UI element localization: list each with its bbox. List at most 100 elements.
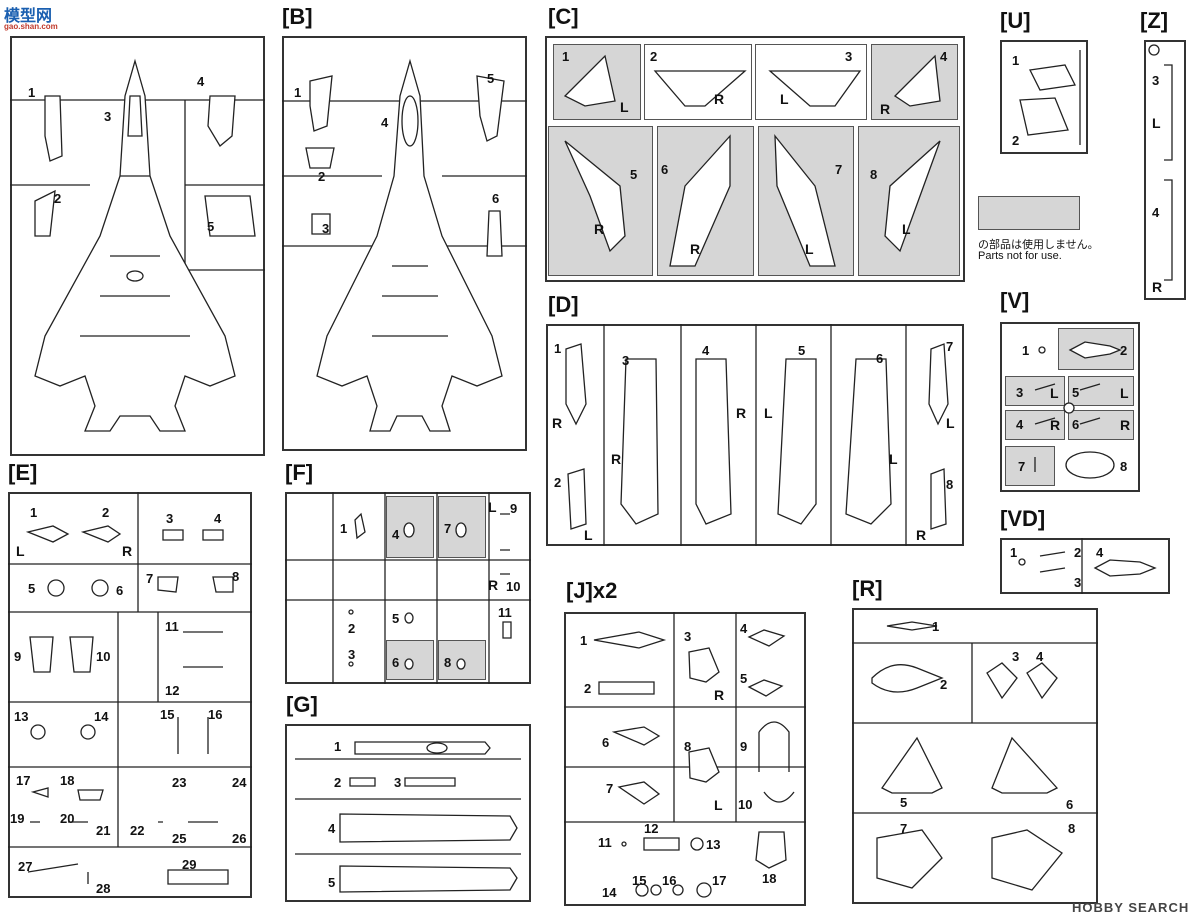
part-number: 6 — [392, 655, 400, 670]
part-number: 2 — [554, 475, 562, 490]
aircraft-top-half-a — [34, 58, 256, 432]
part-cell — [755, 44, 867, 120]
side-label: R — [611, 451, 622, 467]
part-number: 3 — [1152, 73, 1160, 88]
part-cell-unused — [1005, 410, 1065, 440]
legend-jp: の部品は使用しません。 — [978, 239, 1099, 251]
sprue-g-parts — [295, 741, 521, 893]
aircraft-top-half-b — [282, 58, 527, 432]
part-number: 11 — [598, 835, 612, 850]
part-number: 4 — [702, 343, 710, 358]
sprue-title: [E] — [8, 460, 38, 485]
side-label: R — [1120, 417, 1131, 433]
part-number: 28 — [96, 881, 111, 896]
part-number: 6 — [1066, 797, 1074, 812]
part-number: 16 — [662, 873, 677, 888]
part-number: 3 — [166, 511, 174, 526]
part-number: 3 — [1016, 385, 1024, 400]
side-label: L — [902, 221, 911, 237]
part-number: 4 — [392, 527, 400, 542]
side-label: R — [714, 91, 725, 107]
side-label: R — [916, 527, 927, 543]
part-number: 29 — [182, 857, 197, 872]
part-number: 7 — [146, 571, 154, 586]
part-number: 3 — [684, 629, 692, 644]
part-number: 8 — [444, 655, 452, 670]
part-number: 7 — [835, 162, 843, 177]
sprue-d-parts — [565, 324, 949, 546]
sprue-title: [F] — [285, 460, 314, 485]
part-number: 23 — [172, 775, 187, 790]
part-number: 8 — [870, 167, 878, 182]
side-label: L — [1050, 385, 1059, 401]
side-label: L — [780, 91, 789, 107]
sprue-vd-parts — [1018, 538, 1157, 594]
part-number: 5 — [630, 167, 638, 182]
part-number: 3 — [348, 647, 356, 662]
side-label: L — [488, 499, 497, 515]
watermark-hobby-search: HOBBY SEARCH — [1072, 900, 1190, 915]
sprue-u — [1000, 40, 1088, 154]
part-number: 9 — [510, 501, 518, 516]
part-number: 2 — [940, 677, 948, 692]
part-number: 2 — [102, 505, 110, 520]
part-cell-unused — [553, 44, 641, 120]
part-cell-unused — [1068, 376, 1134, 406]
part-number: 1 — [932, 619, 940, 634]
sprue-title: [Z] — [1140, 8, 1169, 33]
part-number: 4 — [740, 621, 748, 636]
part-number: 10 — [96, 649, 111, 664]
part-number: 12 — [644, 821, 659, 836]
part-number: 9 — [14, 649, 22, 664]
part-number: 18 — [762, 871, 777, 886]
side-label: L — [764, 405, 773, 421]
part-number: 4 — [1036, 649, 1044, 664]
part-number: 8 — [684, 739, 692, 754]
part-number: 1 — [1022, 343, 1030, 358]
side-label: R — [690, 241, 701, 257]
sprue-title: [B] — [282, 4, 313, 29]
sprue-z-parts — [1148, 44, 1173, 281]
part-number: 17 — [712, 873, 727, 888]
sprue-c-parts — [563, 54, 941, 267]
part-number: 1 — [340, 521, 348, 536]
part-number: 2 — [1074, 545, 1082, 560]
part-number: 20 — [60, 811, 75, 826]
sprue-title: [R] — [852, 576, 883, 601]
part-number: 10 — [738, 797, 753, 812]
side-label: L — [620, 99, 629, 115]
part-number: 4 — [1152, 205, 1160, 220]
part-cell-unused — [1005, 376, 1065, 406]
part-number: 3 — [1074, 575, 1082, 590]
part-number: 26 — [232, 831, 247, 846]
part-number: 3 — [394, 775, 402, 790]
part-number: 27 — [18, 859, 33, 874]
part-number: 5 — [487, 71, 495, 86]
part-number: 7 — [444, 521, 452, 536]
part-number: 4 — [197, 74, 205, 89]
side-label: L — [584, 527, 593, 543]
part-number: 18 — [60, 773, 75, 788]
side-label: L — [714, 797, 723, 813]
site-url: gao.shan.com — [4, 22, 58, 31]
part-number: 2 — [54, 191, 62, 206]
part-number: 1 — [334, 739, 342, 754]
sprue-title: [V] — [1000, 288, 1030, 313]
side-label: R — [736, 405, 747, 421]
part-number: 25 — [172, 831, 187, 846]
part-number: 2 — [334, 775, 342, 790]
part-number: 7 — [946, 339, 954, 354]
part-number: 8 — [232, 569, 240, 584]
part-number: 15 — [160, 707, 175, 722]
part-number: 6 — [492, 191, 500, 206]
part-number: 2 — [1120, 343, 1128, 358]
part-cell-unused — [1005, 446, 1055, 486]
part-cell — [644, 44, 752, 120]
part-number: 8 — [1068, 821, 1076, 836]
part-number: 12 — [165, 683, 180, 698]
part-number: 6 — [116, 583, 124, 598]
part-number: 4 — [214, 511, 222, 526]
part-number: 3 — [322, 221, 330, 236]
side-label: L — [1152, 115, 1161, 131]
part-number: 15 — [632, 873, 647, 888]
